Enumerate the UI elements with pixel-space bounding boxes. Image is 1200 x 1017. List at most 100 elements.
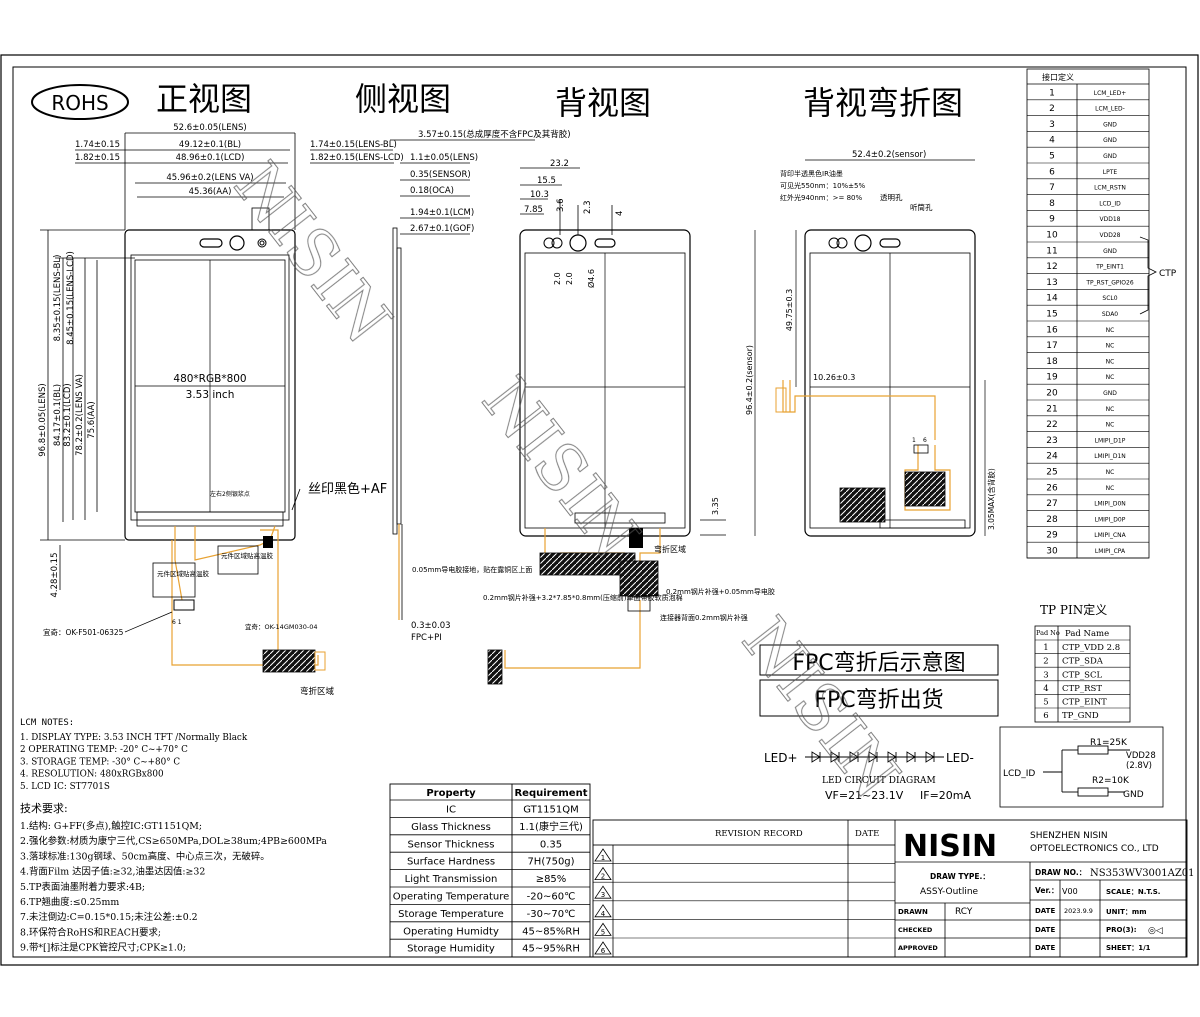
front-dim-v-lcd: 83.2±0.1(LCD)	[63, 383, 73, 446]
lcm-note-line: 4. RESOLUTION: 480xRGBx800	[20, 770, 164, 780]
svg-text:DATE: DATE	[1035, 907, 1055, 915]
interface-title: 接口定义	[1042, 72, 1074, 82]
pin-number: 2	[1049, 104, 1055, 114]
pin-signal: LCM_RSTN	[1094, 185, 1126, 192]
company-name-1: SHENZHEN NISIN	[1030, 831, 1108, 841]
front-bend-area: 弯折区域	[300, 686, 335, 697]
tp-pad-no: 2	[1043, 657, 1048, 667]
tech-line: 9.带*[]标注是CPK管控尺寸;CPK≥1.0;	[20, 942, 186, 954]
back-dim-2-0-b: 2.0	[565, 272, 574, 285]
property-name: IC	[446, 805, 456, 816]
version: V00	[1062, 887, 1078, 896]
back-dim-7: 7.85	[524, 205, 543, 215]
outer-frame	[0, 54, 1199, 966]
pin-number: 12	[1046, 262, 1057, 272]
property-value: 7H(750g)	[527, 857, 574, 868]
svg-text:6: 6	[923, 437, 927, 444]
front-connector-1: 宜奇：OK-F501-06325	[43, 627, 124, 637]
back-view: 23.2 15.5 10.3 7.85 3.6 2.3 4 2.0 2.0 Ø4…	[412, 159, 775, 685]
tech-line: 4.背面Film 达因子值:≥32,油墨达因值:≥32	[20, 866, 205, 878]
pin-signal: NC	[1106, 469, 1115, 476]
drawn-by: RCY	[955, 907, 973, 917]
front-dim-lcd: 48.96±0.1(LCD)	[176, 153, 245, 163]
tp-pin-title: TP PIN定义	[1040, 602, 1107, 617]
pin-signal: GND	[1103, 153, 1117, 160]
pin-signal: LCM_LED+	[1094, 90, 1127, 97]
front-corner-note: 左右2侧银浆点	[210, 490, 250, 498]
pin-signal: LMIPI_CPA	[1095, 548, 1126, 555]
front-bl-outline	[130, 254, 290, 521]
pin-signal: TP_RST_GPIO26	[1085, 279, 1134, 286]
pin-signal: NC	[1106, 374, 1115, 381]
tech-line: 5.TP表面油墨附着力要求:4B;	[20, 881, 145, 893]
watermark: NISIN NISIN NISIN	[219, 149, 913, 813]
front-dim-left-1: 1.74±0.15	[75, 140, 120, 150]
side-dim-total: 3.57±0.15(总成厚度不含FPC及其背胶)	[418, 129, 571, 140]
tech-line: 8.环保符合RoHS和REACH要求;	[20, 926, 161, 938]
svg-text:Property: Property	[426, 788, 476, 799]
front-dim-bl: 49.12±0.1(BL)	[179, 140, 241, 150]
pin-number: 20	[1046, 389, 1058, 399]
pin-number: 7	[1049, 183, 1055, 193]
revision-mark: 4	[601, 910, 606, 918]
pin-number: 23	[1046, 436, 1057, 446]
pin-number: 17	[1046, 341, 1057, 351]
pin-signal: LMIPI_D0P	[1095, 516, 1126, 523]
title-back-view: 背视图	[555, 84, 651, 122]
pin-signal: LMIPI_D1P	[1095, 437, 1126, 444]
tp-pad-name: CTP_SCL	[1062, 670, 1102, 680]
pin-number: 21	[1046, 404, 1057, 414]
lcm-note-line: 1. DISPLAY TYPE: 3.53 INCH TFT /Normally…	[20, 733, 248, 743]
bent-ir-note-2: 可见光550nm：10%±5%	[780, 181, 865, 190]
front-resolution: 480*RGB*800	[173, 373, 246, 385]
tech-line: 7.未注倒边:C=0.15*0.15;未注公差:±0.2	[20, 911, 198, 923]
back-dim-4: 4	[615, 211, 625, 216]
property-name: Operating Humidty	[403, 926, 499, 937]
led-diode-icon	[849, 751, 859, 763]
pin-number: 28	[1046, 515, 1058, 525]
svg-text:DRAW NO.：: DRAW NO.：	[1035, 868, 1086, 877]
tp-pad-name: CTP_RST	[1062, 684, 1102, 694]
title-side-view: 侧视图	[355, 80, 451, 118]
pin-number: 10	[1046, 231, 1058, 241]
back-dim-2-0-a: 2.0	[553, 272, 562, 285]
front-connector-2-shape	[262, 649, 316, 673]
pin-signal: NC	[1106, 422, 1115, 429]
side-label-fpc-pi: FPC+PI	[411, 633, 442, 643]
svg-text:DRAW TYPE.：: DRAW TYPE.：	[930, 872, 990, 881]
tech-line: 6.TP翘曲度:≤0.25mm	[20, 896, 119, 908]
pin-signal: NC	[1106, 343, 1115, 350]
bent-dim-top: 52.4±0.2(sensor)	[852, 150, 926, 160]
revision-triangle-icon	[594, 922, 612, 936]
pin-signal: LPTE	[1103, 169, 1118, 176]
bent-steel-block-2	[904, 471, 946, 507]
nisin-logo: NISIN	[903, 829, 997, 864]
back-dim-2-3: 2.3	[583, 200, 593, 214]
lcd-id-vdd: VDD28	[1126, 751, 1156, 761]
tp-pad-name: CTP_VDD 2.8	[1062, 643, 1120, 653]
pin-number: 4	[1049, 136, 1055, 146]
revision-mark: 1	[601, 854, 605, 862]
bent-lens-outline	[804, 229, 976, 537]
side-lens	[392, 227, 398, 535]
front-earpiece-hole	[199, 238, 223, 248]
pin-number: 9	[1049, 215, 1055, 225]
lcd-id-label: LCD_ID	[1003, 769, 1035, 779]
tp-pad-no: 3	[1043, 670, 1048, 680]
front-comp-block	[263, 536, 273, 548]
revision-date: DATE	[855, 829, 879, 839]
bent-dim-fpc: 10.26±0.3	[813, 373, 855, 382]
scale: SCALE：N.T.S.	[1106, 888, 1160, 896]
led-diode-icon	[830, 751, 840, 763]
revision-record: REVISION RECORD	[715, 829, 803, 839]
pin-number: 30	[1046, 547, 1058, 557]
side-dim-lens-bl: 1.74±0.15(LENS-BL)	[310, 140, 397, 150]
front-lens-outline	[124, 229, 296, 541]
side-dim-oca: 0.18(OCA)	[410, 186, 454, 196]
pin-signal: LMIPI_D1N	[1094, 453, 1126, 460]
revision-mark: 6	[601, 947, 606, 955]
back-steel-stiffener	[619, 560, 659, 597]
lcm-note-line: 2 OPERATING TEMP: -20° C~+70° C	[20, 745, 188, 755]
front-dim-v-aa: 75.6(AA)	[87, 401, 97, 438]
